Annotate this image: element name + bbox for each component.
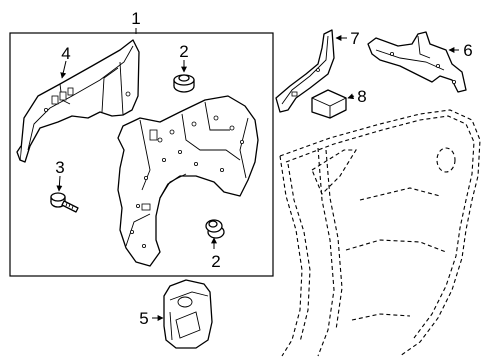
clip-nut-lower[interactable]	[205, 219, 225, 239]
callout-6: 6	[463, 41, 472, 60]
callout-7: 7	[350, 29, 359, 48]
callout-3: 3	[55, 158, 64, 177]
fuel-door-housing[interactable]	[163, 279, 213, 349]
rear-bracket[interactable]	[367, 31, 467, 93]
bolt[interactable]	[50, 192, 79, 213]
wheelhouse-upper-panel[interactable]	[16, 39, 140, 163]
module-block[interactable]	[311, 89, 347, 119]
callout-2-upper: 2	[179, 42, 188, 61]
reinforcement-strip[interactable]	[275, 29, 335, 113]
quarter-panel-outline	[279, 109, 481, 357]
leader-lines	[56, 28, 459, 321]
callout-5: 5	[139, 309, 148, 328]
callout-4: 4	[61, 44, 70, 63]
clip-nut-upper[interactable]	[173, 74, 195, 93]
group-frame-box	[9, 32, 274, 277]
callout-2-lower: 2	[211, 252, 220, 271]
inner-wheelhouse-assembly[interactable]	[117, 95, 259, 267]
callout-1: 1	[131, 9, 140, 28]
callout-8: 8	[357, 87, 366, 106]
